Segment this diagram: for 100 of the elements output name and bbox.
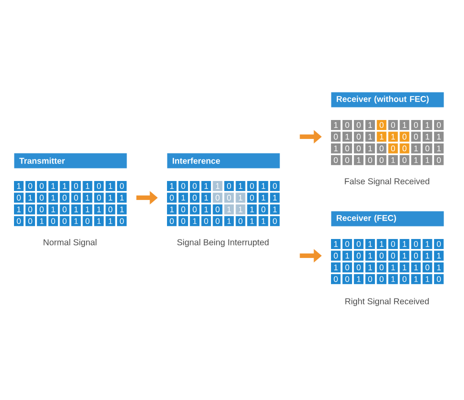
- bit-tile: 1: [247, 204, 257, 214]
- signal-label: Normal Signal: [44, 239, 96, 248]
- bit-tile: 1: [388, 262, 398, 272]
- bit-tile: 1: [236, 181, 246, 191]
- bit-tile: 0: [354, 239, 364, 249]
- bit-tile: 0: [36, 181, 46, 191]
- bit-tile: 1: [270, 204, 280, 214]
- bit-tile: 1: [117, 192, 127, 203]
- bit-tile: 1: [201, 181, 211, 191]
- bit-tile: 0: [331, 132, 341, 142]
- bit-tile: 1: [106, 216, 116, 226]
- bit-tile: 0: [71, 192, 81, 203]
- bit-tile: 1: [365, 239, 375, 249]
- bit-tile: 0: [178, 216, 188, 226]
- bit-tile: 0: [190, 192, 200, 203]
- bit-tile: 1: [422, 250, 432, 261]
- bit-tile: 0: [331, 250, 341, 261]
- bit-tile: 1: [376, 132, 386, 142]
- bit-tile: 0: [258, 204, 268, 214]
- signal-label: Right Signal Received: [345, 298, 429, 306]
- bit-tile: 1: [422, 155, 432, 166]
- bit-tile: 0: [342, 120, 352, 130]
- bit-tile: 1: [94, 204, 104, 214]
- bit-tile: 0: [94, 192, 104, 203]
- bit-tile: 0: [342, 262, 352, 272]
- bit-tile: 1: [411, 155, 421, 166]
- bit-tile: 0: [422, 262, 432, 272]
- bit-tile: 0: [25, 181, 36, 191]
- bit-tile: 0: [201, 216, 211, 226]
- signal-label: False Signal Received: [344, 178, 430, 186]
- bit-tile: 0: [354, 143, 364, 154]
- bit-tile: 0: [106, 204, 116, 214]
- bit-tile: 1: [354, 155, 364, 166]
- bit-tile: 1: [270, 192, 280, 203]
- bit-tile: 0: [36, 204, 46, 214]
- bit-tile: 0: [376, 250, 386, 261]
- bit-tile: 0: [167, 216, 177, 226]
- bit-tile: 1: [400, 120, 410, 130]
- bit-tile: 1: [247, 216, 257, 226]
- bit-tile: 0: [117, 216, 127, 226]
- bit-tile: 0: [400, 143, 410, 154]
- bit-tile: 1: [71, 216, 81, 226]
- bit-tile: 1: [25, 192, 36, 203]
- bit-tile: 0: [60, 204, 70, 214]
- bit-tile: 0: [434, 239, 444, 249]
- bit-tile: 1: [212, 181, 222, 191]
- bit-tile: 1: [365, 250, 375, 261]
- bit-tile: 1: [434, 262, 444, 272]
- bit-tile: 0: [354, 132, 364, 142]
- bit-tile: 1: [365, 132, 375, 142]
- bit-tile: 0: [388, 250, 398, 261]
- bit-tile: 1: [411, 262, 421, 272]
- bit-tile: 1: [14, 204, 24, 214]
- bit-tile: 1: [331, 239, 341, 249]
- bit-tile: 0: [178, 181, 188, 191]
- bit-tile: 0: [247, 192, 257, 203]
- bit-tile: 0: [178, 204, 188, 214]
- bit-tile: 0: [270, 216, 280, 226]
- bit-tile: 0: [212, 216, 222, 226]
- bit-tile: 0: [190, 204, 200, 214]
- bit-tile: 0: [236, 216, 246, 226]
- bit-tile: 0: [71, 181, 81, 191]
- bit-tile: 0: [376, 262, 386, 272]
- bit-tile: 0: [376, 274, 386, 284]
- bit-tile: 0: [411, 120, 421, 130]
- bit-tile: 1: [117, 204, 127, 214]
- header-band: Interference: [167, 153, 280, 168]
- bit-tile: 0: [342, 274, 352, 284]
- bit-tile: 1: [388, 155, 398, 166]
- bit-tile: 0: [94, 181, 104, 191]
- bit-tile: 1: [60, 181, 70, 191]
- bit-tile: 0: [376, 155, 386, 166]
- bit-tile: 0: [224, 192, 234, 203]
- bit-tile: 0: [354, 262, 364, 272]
- bit-tile: 0: [354, 120, 364, 130]
- bit-tile: 0: [400, 155, 410, 166]
- bit-tile: 1: [434, 250, 444, 261]
- bit-tile: 1: [48, 181, 58, 191]
- bit-tile: 1: [167, 181, 177, 191]
- bit-tile: 0: [60, 216, 70, 226]
- bit-tile: 0: [60, 192, 70, 203]
- bit-tile: 1: [388, 274, 398, 284]
- bit-tile: 0: [411, 132, 421, 142]
- bit-tile: 0: [14, 192, 24, 203]
- bit-tile: 0: [365, 274, 375, 284]
- bit-tile: 1: [422, 239, 432, 249]
- bit-tile: 0: [388, 239, 398, 249]
- bit-tile: 1: [224, 204, 234, 214]
- header-band: Receiver (without FEC): [331, 92, 444, 108]
- bit-tile: 1: [388, 132, 398, 142]
- bit-tile: 1: [376, 239, 386, 249]
- bit-tile: 0: [411, 250, 421, 261]
- bit-tile: 0: [212, 204, 222, 214]
- bit-tile: 0: [48, 216, 58, 226]
- bit-tile: 1: [354, 274, 364, 284]
- bit-tile: 1: [36, 216, 46, 226]
- bit-tile: 0: [331, 155, 341, 166]
- bit-tile: 0: [388, 120, 398, 130]
- bit-tile: 1: [106, 192, 116, 203]
- bit-tile: 0: [25, 204, 36, 214]
